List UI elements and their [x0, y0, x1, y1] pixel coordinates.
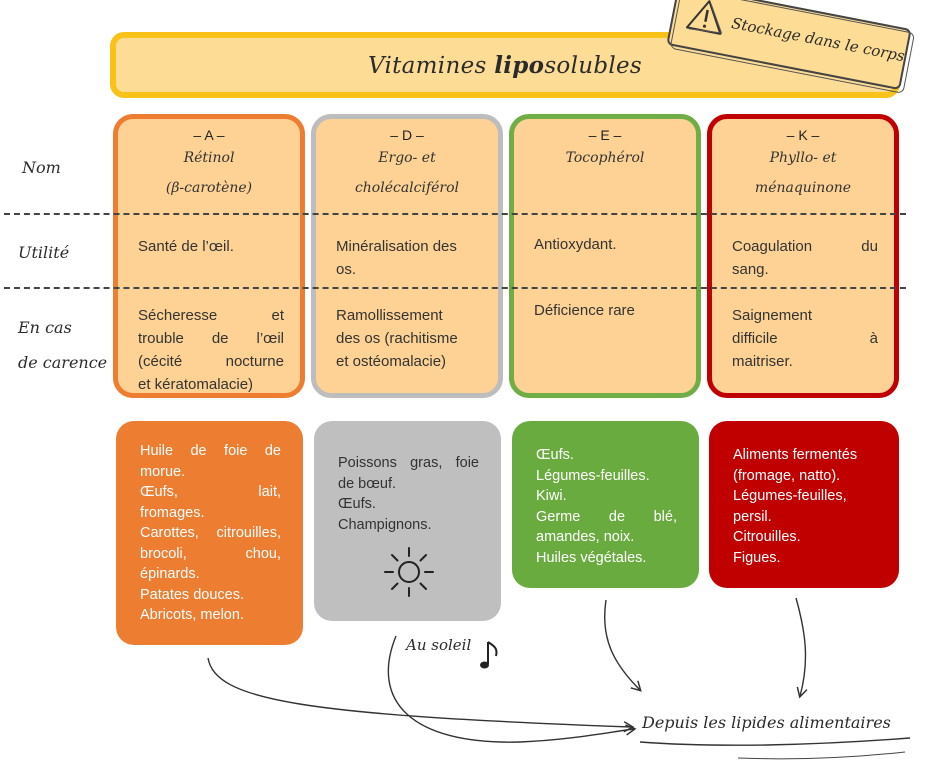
row-label-carence-1: En cas [18, 318, 72, 337]
food-a-line: Abricots, melon. [140, 607, 244, 623]
title-prefix: Vitamines [367, 52, 495, 79]
arrow-e-to-lipids [604, 599, 642, 692]
card-d-name-1: Ergo- et [378, 150, 436, 166]
arrow-d-to-lipids [387, 635, 637, 743]
card-k-deficiency-line: Saignement [732, 307, 813, 324]
card-a-deficiency-line: (cécité nocturne [138, 353, 284, 370]
food-e-line: Œufs. [536, 447, 574, 463]
food-box-a: Huile de foie de morue. Œufs, lait, from… [116, 421, 303, 645]
food-d-line: Poissons gras, foie [338, 455, 479, 471]
food-a-line: Patates douces. [140, 586, 244, 603]
card-d-utility-line: Minéralisation des [336, 238, 457, 255]
card-e-letter: – E – [588, 127, 622, 143]
card-k-deficiency-line: maitriser. [732, 353, 793, 370]
food-k-line: (fromage, natto). [733, 467, 841, 484]
lipids-underline [639, 737, 911, 746]
card-k-utility: Coagulation du sang. [732, 235, 878, 281]
food-a-line: Œufs, lait, [140, 484, 281, 500]
food-a-line: fromages. [140, 504, 205, 521]
arrow-a-to-lipids [207, 657, 635, 733]
card-e-name-1: Tocophérol [565, 150, 645, 166]
row-separator-2 [4, 287, 906, 289]
card-d-letter: – D – [390, 127, 424, 143]
card-k-header: – K – Phyllo- et ménaquinone [712, 127, 894, 203]
food-k-line: Citrouilles. [733, 529, 801, 545]
title-suffix: solubles [544, 52, 643, 79]
source-label: Depuis les lipides alimentaires [642, 713, 891, 732]
sun-icon [384, 547, 434, 597]
card-a-name-1: Rétinol [183, 150, 235, 166]
lipids-underline-2 [737, 751, 906, 760]
food-e-line: Huiles végétales. [536, 549, 647, 566]
food-a-line: Huile de foie de [140, 443, 281, 459]
card-a-utility: Santé de l’œil. [138, 238, 234, 255]
row-label-nom: Nom [22, 158, 61, 177]
card-e-header: – E – Tocophérol [514, 127, 696, 173]
food-a-line: morue. [140, 463, 186, 480]
vitamin-card-a: – A – Rétinol (β-carotène) Santé de l’œi… [113, 114, 305, 398]
food-k-line: Aliments fermentés [733, 447, 858, 463]
food-a-line: Carottes, citrouilles, [140, 525, 281, 541]
page-title: Vitamines liposolubles [368, 52, 642, 79]
food-a-line: brocoli, chou, [140, 545, 281, 562]
food-e-line: amandes, noix. [536, 529, 635, 545]
card-a-name-2: (β-carotène) [165, 180, 253, 196]
card-d-utility: Minéralisation des os. [336, 235, 482, 281]
sun-label: Au soleil [406, 636, 472, 654]
title-bold: lipo [494, 51, 545, 79]
food-box-d: Poissons gras, foie de bœuf. Œufs. Champ… [314, 421, 501, 621]
food-k-line: persil. [733, 508, 772, 525]
food-d-line: de bœuf. [338, 475, 397, 492]
card-d-deficiency-line: et ostéomalacie) [336, 353, 447, 370]
food-e-line: Germe de blé, [536, 508, 677, 525]
food-k-line: Légumes-feuilles, [733, 488, 847, 504]
card-d-deficiency-line: des os (rachitisme [336, 330, 458, 347]
food-k-line: Figues. [733, 549, 781, 566]
card-a-deficiency-line: Sécheresse et [138, 307, 284, 324]
food-a-line: épinards. [140, 566, 200, 582]
food-box-e: Œufs. Légumes-feuilles. Kiwi. Germe de b… [512, 421, 699, 588]
card-k-name-1: Phyllo- et [769, 150, 837, 166]
card-a-letter: – A – [193, 127, 225, 143]
card-d-utility-line: os. [336, 261, 357, 278]
card-e-utility: Antioxydant. [534, 236, 617, 253]
food-e-line: Légumes-feuilles. [536, 467, 650, 484]
card-k-name-2: ménaquinone [754, 180, 852, 196]
row-label-carence-2: de carence [18, 353, 108, 372]
card-k-deficiency: Saignement difficile à maitriser. [732, 304, 878, 373]
food-box-k: Aliments fermentés (fromage, natto). Lég… [709, 421, 899, 588]
card-a-deficiency-line: et kératomalacie) [138, 376, 254, 393]
vitamin-card-d: – D – Ergo- et cholécalciférol Minéralis… [311, 114, 503, 398]
card-a-deficiency-line: trouble de l’œil [138, 330, 284, 347]
card-d-deficiency-line: Ramollissement [336, 307, 443, 324]
card-d-deficiency: Ramollissement des os (rachitisme et ost… [336, 304, 482, 373]
vitamin-card-k: – K – Phyllo- et ménaquinone Coagulation… [707, 114, 899, 398]
card-k-deficiency-line: difficile à [732, 330, 878, 347]
warning-triangle-icon [685, 0, 723, 35]
vitamin-card-e: – E – Tocophérol Antioxydant. Déficience… [509, 114, 701, 398]
food-d-line: Champignons. [338, 516, 432, 533]
row-separator-1 [4, 213, 906, 215]
row-label-utilite: Utilité [18, 243, 70, 262]
card-d-header: – D – Ergo- et cholécalciférol [316, 127, 498, 203]
food-e-line: Kiwi. [536, 488, 567, 504]
card-k-letter: – K – [786, 127, 820, 143]
card-a-header: – A – Rétinol (β-carotène) [118, 127, 300, 203]
card-k-utility-line: sang. [732, 261, 769, 278]
card-e-deficiency: Déficience rare [534, 302, 635, 319]
card-k-utility-line: Coagulation du [732, 238, 878, 255]
arrow-k-to-lipids [795, 597, 808, 699]
storage-note: Stockage dans le corps [666, 0, 916, 94]
card-d-name-2: cholécalciférol [354, 180, 460, 196]
music-note-icon [480, 641, 498, 669]
card-a-deficiency: Sécheresse et trouble de l’œil (cécité n… [138, 304, 284, 396]
food-d-line: Œufs. [338, 496, 376, 512]
